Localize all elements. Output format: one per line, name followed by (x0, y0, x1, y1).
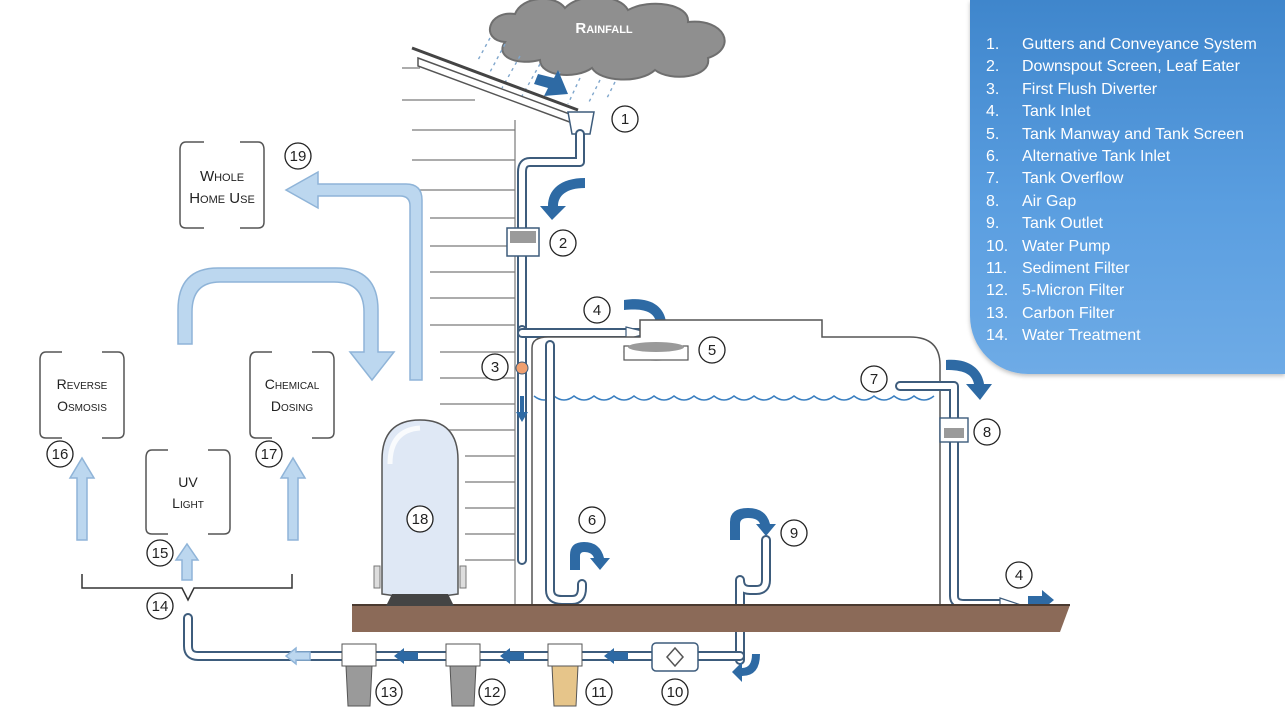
marker-17-text: 17 (261, 446, 278, 463)
marker-5-text: 5 (708, 342, 716, 359)
legend-item: 13.Carbon Filter (986, 304, 1115, 322)
marker-14: 14 (146, 592, 174, 620)
uv-light-box: UV Light (145, 449, 231, 535)
marker-12: 12 (478, 678, 506, 706)
marker-13: 13 (375, 678, 403, 706)
reverse-osmosis-box: Reverse Osmosis (39, 351, 125, 439)
marker-7-text: 7 (870, 371, 878, 388)
legend-item: 8.Air Gap (986, 192, 1077, 210)
overflow-pipe (895, 381, 1020, 611)
legend-item: 5.Tank Manway and Tank Screen (986, 125, 1245, 143)
marker-14-text: 14 (152, 598, 169, 615)
chemical-dosing-box: Chemical Dosing (249, 351, 335, 439)
legend-item: 6.Alternative Tank Inlet (986, 148, 1171, 166)
whole-home-use-line1: Whole (200, 168, 244, 185)
house-siding (402, 67, 516, 605)
marker-17: 17 (255, 440, 283, 468)
treatment-flow-arrows (394, 648, 628, 664)
reverse-osmosis-line1: Reverse (57, 376, 108, 392)
marker-10-text: 10 (667, 684, 684, 701)
marker-7: 7 (860, 365, 888, 393)
marker-8-text: 8 (983, 424, 991, 441)
tank-inlet-pipe (517, 326, 651, 340)
marker-1: 1 (611, 105, 639, 133)
marker-3-text: 3 (491, 359, 499, 376)
legend-item: 1.Gutters and Conveyance System (986, 36, 1257, 53)
marker-2-text: 2 (559, 235, 567, 252)
legend-item: 2.Downspout Screen, Leaf Eater (986, 58, 1240, 76)
downspout-arrow (540, 178, 585, 220)
marker-4-outlet-text: 4 (1015, 567, 1023, 584)
marker-15-text: 15 (152, 545, 169, 562)
carbon-filter (341, 643, 377, 707)
reverse-osmosis-arrow (68, 456, 96, 541)
marker-12-text: 12 (484, 684, 501, 701)
marker-1-text: 1 (621, 111, 629, 128)
first-flush-diverter (515, 325, 529, 565)
marker-9: 9 (780, 519, 808, 547)
marker-8: 8 (973, 418, 1001, 446)
treatment-outflow-arrow (284, 646, 311, 666)
cloud-label: Rainfall (575, 20, 633, 37)
marker-4: 4 (583, 296, 611, 324)
alternative-inlet-arrow (570, 542, 610, 570)
uv-light-line1: UV (178, 474, 198, 490)
legend-item: 3.First Flush Diverter (986, 80, 1158, 98)
marker-9-text: 9 (790, 525, 798, 542)
rain-cloud: Rainfall (488, 0, 726, 81)
micron-filter (445, 643, 481, 707)
pump-flow-arrow (732, 654, 760, 682)
alternative-inlet-pipe (545, 340, 587, 605)
chemical-dosing-line2: Dosing (271, 398, 314, 414)
chemical-dosing-line1: Chemical (265, 376, 320, 392)
reverse-osmosis-line2: Osmosis (57, 398, 107, 414)
uv-light-arrow (174, 542, 200, 581)
legend-list: 1.Gutters and Conveyance System 2.Downsp… (970, 0, 1285, 348)
treatment-bracket (81, 574, 293, 602)
whole-home-use-line2: Home Use (189, 190, 255, 207)
rain-arrow (534, 70, 568, 96)
water-pump (651, 642, 699, 672)
marker-18-text: 18 (412, 511, 429, 528)
water-tank (531, 319, 941, 606)
marker-6: 6 (578, 506, 606, 534)
marker-2: 2 (549, 229, 577, 257)
chemical-dosing-arrow (279, 456, 307, 541)
marker-15: 15 (146, 539, 174, 567)
legend-item: 10.Water Pump (986, 237, 1111, 255)
marker-16: 16 (46, 440, 74, 468)
marker-16-text: 16 (52, 446, 69, 463)
tank-outlet-pipe (735, 535, 771, 665)
whole-home-use-box: Whole Home Use (179, 141, 265, 229)
legend-item: 4.Tank Inlet (986, 103, 1091, 121)
marker-5: 5 (698, 336, 726, 364)
marker-10: 10 (661, 678, 689, 706)
marker-11-text: 11 (591, 684, 607, 701)
overflow-arrow (946, 359, 992, 400)
ground (352, 605, 1070, 632)
whole-home-arrow (284, 170, 423, 381)
legend-item: 12.5-Micron Filter (986, 282, 1125, 300)
marker-3: 3 (481, 353, 509, 381)
marker-13-text: 13 (381, 684, 398, 701)
marker-4-text: 4 (593, 302, 601, 319)
marker-18: 18 (406, 505, 434, 533)
legend-panel: 1.Gutters and Conveyance System 2.Downsp… (970, 0, 1285, 374)
sediment-filter (547, 643, 583, 707)
gutter-downspout (506, 111, 595, 335)
treatment-loop-arrow (177, 267, 396, 382)
marker-4-outlet: 4 (1005, 561, 1033, 589)
marker-19: 19 (284, 142, 312, 170)
tank-outlet-arrow (730, 508, 776, 540)
uv-light-line2: Light (172, 495, 204, 511)
marker-6-text: 6 (588, 512, 596, 529)
legend-item: 7.Tank Overflow (986, 170, 1124, 188)
marker-19-text: 19 (290, 148, 307, 165)
marker-11: 11 (585, 678, 613, 706)
legend-item: 11.Sediment Filter (986, 260, 1130, 278)
legend-item: 14.Water Treatment (986, 327, 1141, 345)
legend-item: 9.Tank Outlet (986, 215, 1103, 233)
treatment-piping (183, 613, 745, 661)
